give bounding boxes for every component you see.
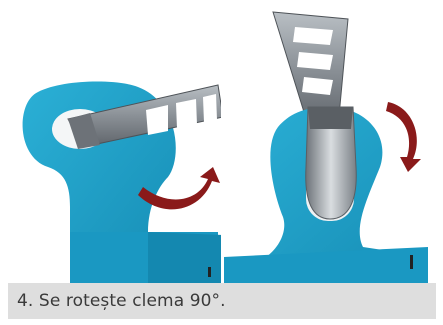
rotate-arrow-icon: [138, 167, 220, 210]
caption-bar: 4. Se rotește clema 90°.: [8, 283, 436, 319]
strip-slot-3: [203, 94, 217, 123]
strip-slot-1: [146, 105, 168, 135]
blue-base-left-shade: [148, 232, 223, 283]
left-panel: [22, 81, 224, 283]
panel-divider: [221, 7, 224, 283]
mark-left: [208, 267, 211, 277]
clamp-right: [305, 106, 357, 220]
instruction-illustration: [8, 7, 436, 283]
clamp-fold-left: [68, 113, 100, 149]
clamp-top-right: [308, 107, 353, 129]
strip-slot-r1: [293, 27, 333, 45]
caption-text: 4. Se rotește clema 90°.: [17, 291, 226, 311]
blue-base-right: [224, 247, 428, 283]
strip-slot-2: [176, 99, 197, 129]
right-panel: [224, 11, 428, 283]
strip-slot-r3: [302, 77, 333, 95]
strip-slot-r2: [297, 52, 333, 70]
illustration-svg: [22, 7, 428, 283]
rotate-arrow-icon: [386, 102, 421, 172]
mark-right: [410, 255, 413, 269]
